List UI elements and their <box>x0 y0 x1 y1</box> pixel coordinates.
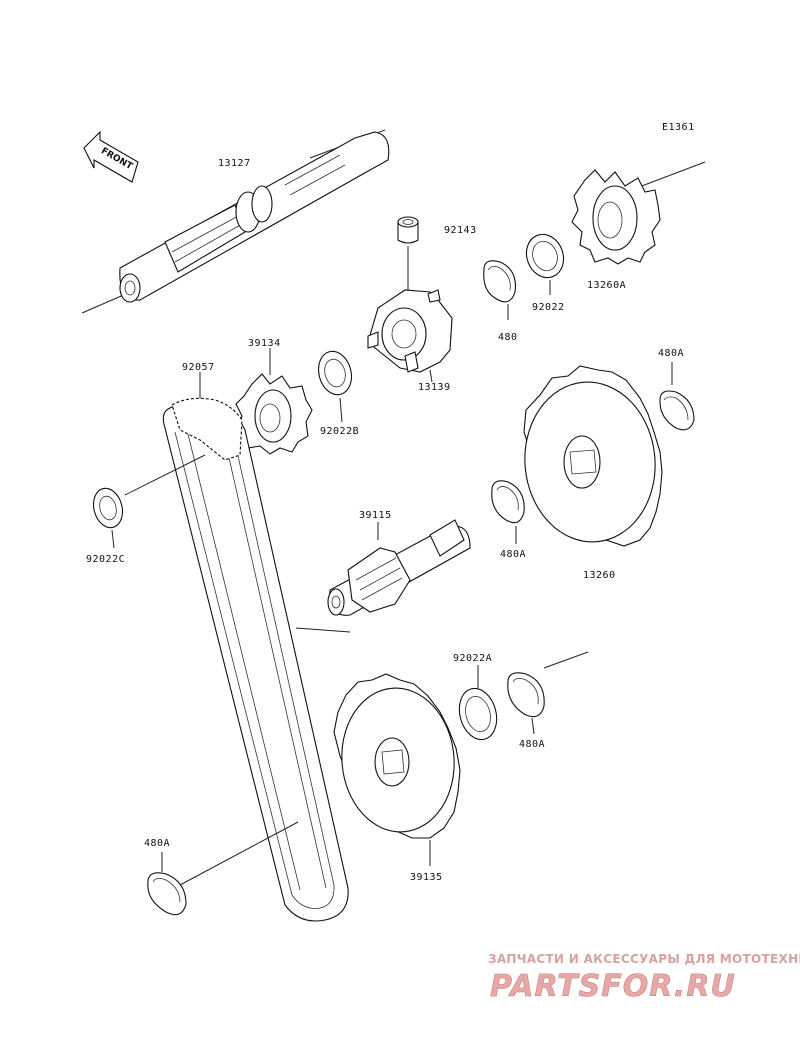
diagram-code: E1361 <box>662 122 695 133</box>
label-480A-low: 480A <box>519 739 545 750</box>
label-92022: 92022 <box>532 302 565 313</box>
label-92022A: 92022A <box>453 653 492 664</box>
washer-92022A <box>458 665 498 741</box>
circlip-480 <box>483 260 516 320</box>
label-92022C: 92022C <box>86 554 125 565</box>
washer-92022B <box>317 350 353 423</box>
circlip-480A-right <box>659 362 695 431</box>
watermark-logo: PARTSFOR.RU <box>490 969 736 1004</box>
watermark-tagline: ЗАПЧАСТИ И АКСЕССУАРЫ ДЛЯ МОТОТЕХНИКИ <box>488 952 800 966</box>
sprocket-39135 <box>333 673 461 866</box>
label-480A-left: 480A <box>144 838 170 849</box>
circlip-480A-left <box>147 821 299 916</box>
watermark: ЗАПЧАСТИ И АКСЕССУАРЫ ДЛЯ МОТОТЕХНИКИ PA… <box>488 952 800 1004</box>
label-13260A: 13260A <box>587 280 626 291</box>
washer-92022 <box>525 233 565 295</box>
washer-92022C <box>92 454 206 549</box>
label-480A-mid: 480A <box>500 549 526 560</box>
label-480A-right: 480A <box>658 348 684 359</box>
label-39134: 39134 <box>248 338 281 349</box>
label-39115: 39115 <box>359 510 392 521</box>
label-13260: 13260 <box>583 570 616 581</box>
label-39135: 39135 <box>410 872 443 883</box>
collar-92143 <box>397 216 419 300</box>
label-13139: 13139 <box>418 382 451 393</box>
label-92022B: 92022B <box>320 426 359 437</box>
gear-13260A <box>571 161 706 265</box>
shaft-39115 <box>295 519 471 633</box>
circlip-480A-low <box>507 651 589 735</box>
label-92057: 92057 <box>182 362 215 373</box>
label-480: 480 <box>498 332 518 343</box>
gear-13260 <box>523 365 663 547</box>
sprocket-39134 <box>235 348 313 455</box>
label-92143: 92143 <box>444 225 477 236</box>
circlip-480A-mid <box>491 480 525 544</box>
label-13127: 13127 <box>218 158 251 169</box>
front-arrow-icon: FRONT <box>83 130 139 183</box>
shaft-13127 <box>81 129 390 314</box>
chain-92057 <box>162 372 349 922</box>
hub-13139 <box>367 289 453 383</box>
